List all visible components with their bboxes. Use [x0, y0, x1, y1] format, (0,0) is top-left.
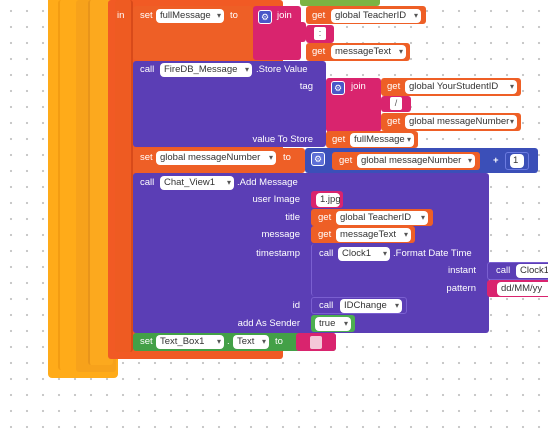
message-messagetext-dropdown[interactable]: messageText	[336, 228, 411, 242]
join-gear-icon[interactable]: ⚙	[258, 10, 272, 24]
get-keyword-6: get	[339, 155, 353, 166]
idchange-dropdown[interactable]: IDChange	[340, 299, 402, 313]
firedb-component-dropdown[interactable]: FireDB_Message	[160, 63, 252, 77]
get-keyword-5: get	[332, 134, 346, 145]
event-block-inner	[115, 0, 133, 352]
textbox-property-dropdown[interactable]: Text	[233, 335, 269, 349]
plus-operator: +	[493, 155, 499, 166]
user-image-text[interactable]: 1.jpg	[316, 193, 340, 207]
clock-component-dropdown[interactable]: Clock1	[338, 247, 390, 261]
messagenumber-dropdown[interactable]: global messageNumber	[405, 115, 517, 129]
store-value-method: .Store Value	[256, 64, 308, 75]
studentid-dropdown[interactable]: global YourStudentID	[405, 80, 517, 94]
timestamp-label: timestamp	[256, 248, 300, 259]
to-keyword-2: to	[283, 152, 291, 163]
set-keyword-2: set	[140, 152, 153, 163]
set-messagenumber-dropdown[interactable]: global messageNumber	[156, 151, 276, 165]
get-keyword-2: get	[312, 46, 326, 57]
number-value[interactable]: 1	[510, 154, 524, 168]
messagetext-dropdown[interactable]: messageText	[331, 45, 406, 59]
title-label: title	[285, 212, 300, 223]
dot-separator: .	[227, 336, 230, 347]
get-keyword: get	[312, 10, 326, 21]
format-date-time-method: .Format Date Time	[393, 248, 472, 259]
to-keyword-3: to	[275, 336, 283, 347]
get-keyword-3: get	[387, 81, 401, 92]
empty-text[interactable]	[310, 336, 322, 349]
tag-label: tag	[299, 81, 313, 92]
message-label: message	[261, 229, 300, 240]
call-keyword-3: call	[319, 248, 334, 259]
join-keyword: join	[277, 10, 292, 21]
instant-clock-dropdown[interactable]: Clock1	[516, 264, 548, 278]
add-as-sender-label: add As Sender	[237, 318, 300, 329]
call-keyword-5: call	[319, 300, 334, 311]
user-image-label: user Image	[252, 194, 300, 205]
fullmessage-var-dropdown[interactable]: fullMessage	[156, 9, 224, 23]
slash-text[interactable]: /	[390, 97, 402, 110]
call-keyword-4: call	[496, 265, 511, 276]
true-dropdown[interactable]: true	[315, 317, 351, 331]
pattern-label: pattern	[446, 283, 476, 294]
math-gear-icon[interactable]: ⚙	[311, 152, 325, 166]
top-green-stub	[300, 0, 380, 6]
join-socket-column	[290, 22, 306, 42]
id-label: id	[292, 300, 300, 311]
get-keyword-7: get	[318, 212, 332, 223]
fullmessage-get-dropdown[interactable]: fullMessage	[350, 133, 414, 147]
to-keyword: to	[230, 10, 238, 21]
textbox-component-dropdown[interactable]: Text_Box1	[156, 335, 224, 349]
tag-join-keyword: join	[351, 81, 366, 92]
separator-text[interactable]: :	[314, 27, 326, 40]
chatview-component-dropdown[interactable]: Chat_View1	[160, 176, 234, 190]
value-to-store-label: value To Store	[252, 134, 313, 145]
call-keyword: call	[140, 64, 155, 75]
set-keyword-3: set	[140, 336, 153, 347]
messagenumber-get-dropdown[interactable]: global messageNumber	[357, 154, 475, 168]
top-stub	[195, 0, 265, 4]
get-keyword-4: get	[387, 116, 401, 127]
in-label: in	[117, 10, 125, 21]
title-teacherid-dropdown[interactable]: global TeacherID	[336, 211, 428, 225]
instant-label: instant	[448, 265, 476, 276]
add-message-method: .Add Message	[237, 177, 298, 188]
call-keyword-2: call	[140, 177, 155, 188]
set-keyword: set	[140, 10, 153, 21]
tag-join-gear-icon[interactable]: ⚙	[331, 81, 345, 95]
pattern-text[interactable]: dd/MM/yy	[497, 282, 548, 296]
get-keyword-8: get	[318, 229, 332, 240]
teacherid-dropdown[interactable]: global TeacherID	[331, 9, 421, 23]
